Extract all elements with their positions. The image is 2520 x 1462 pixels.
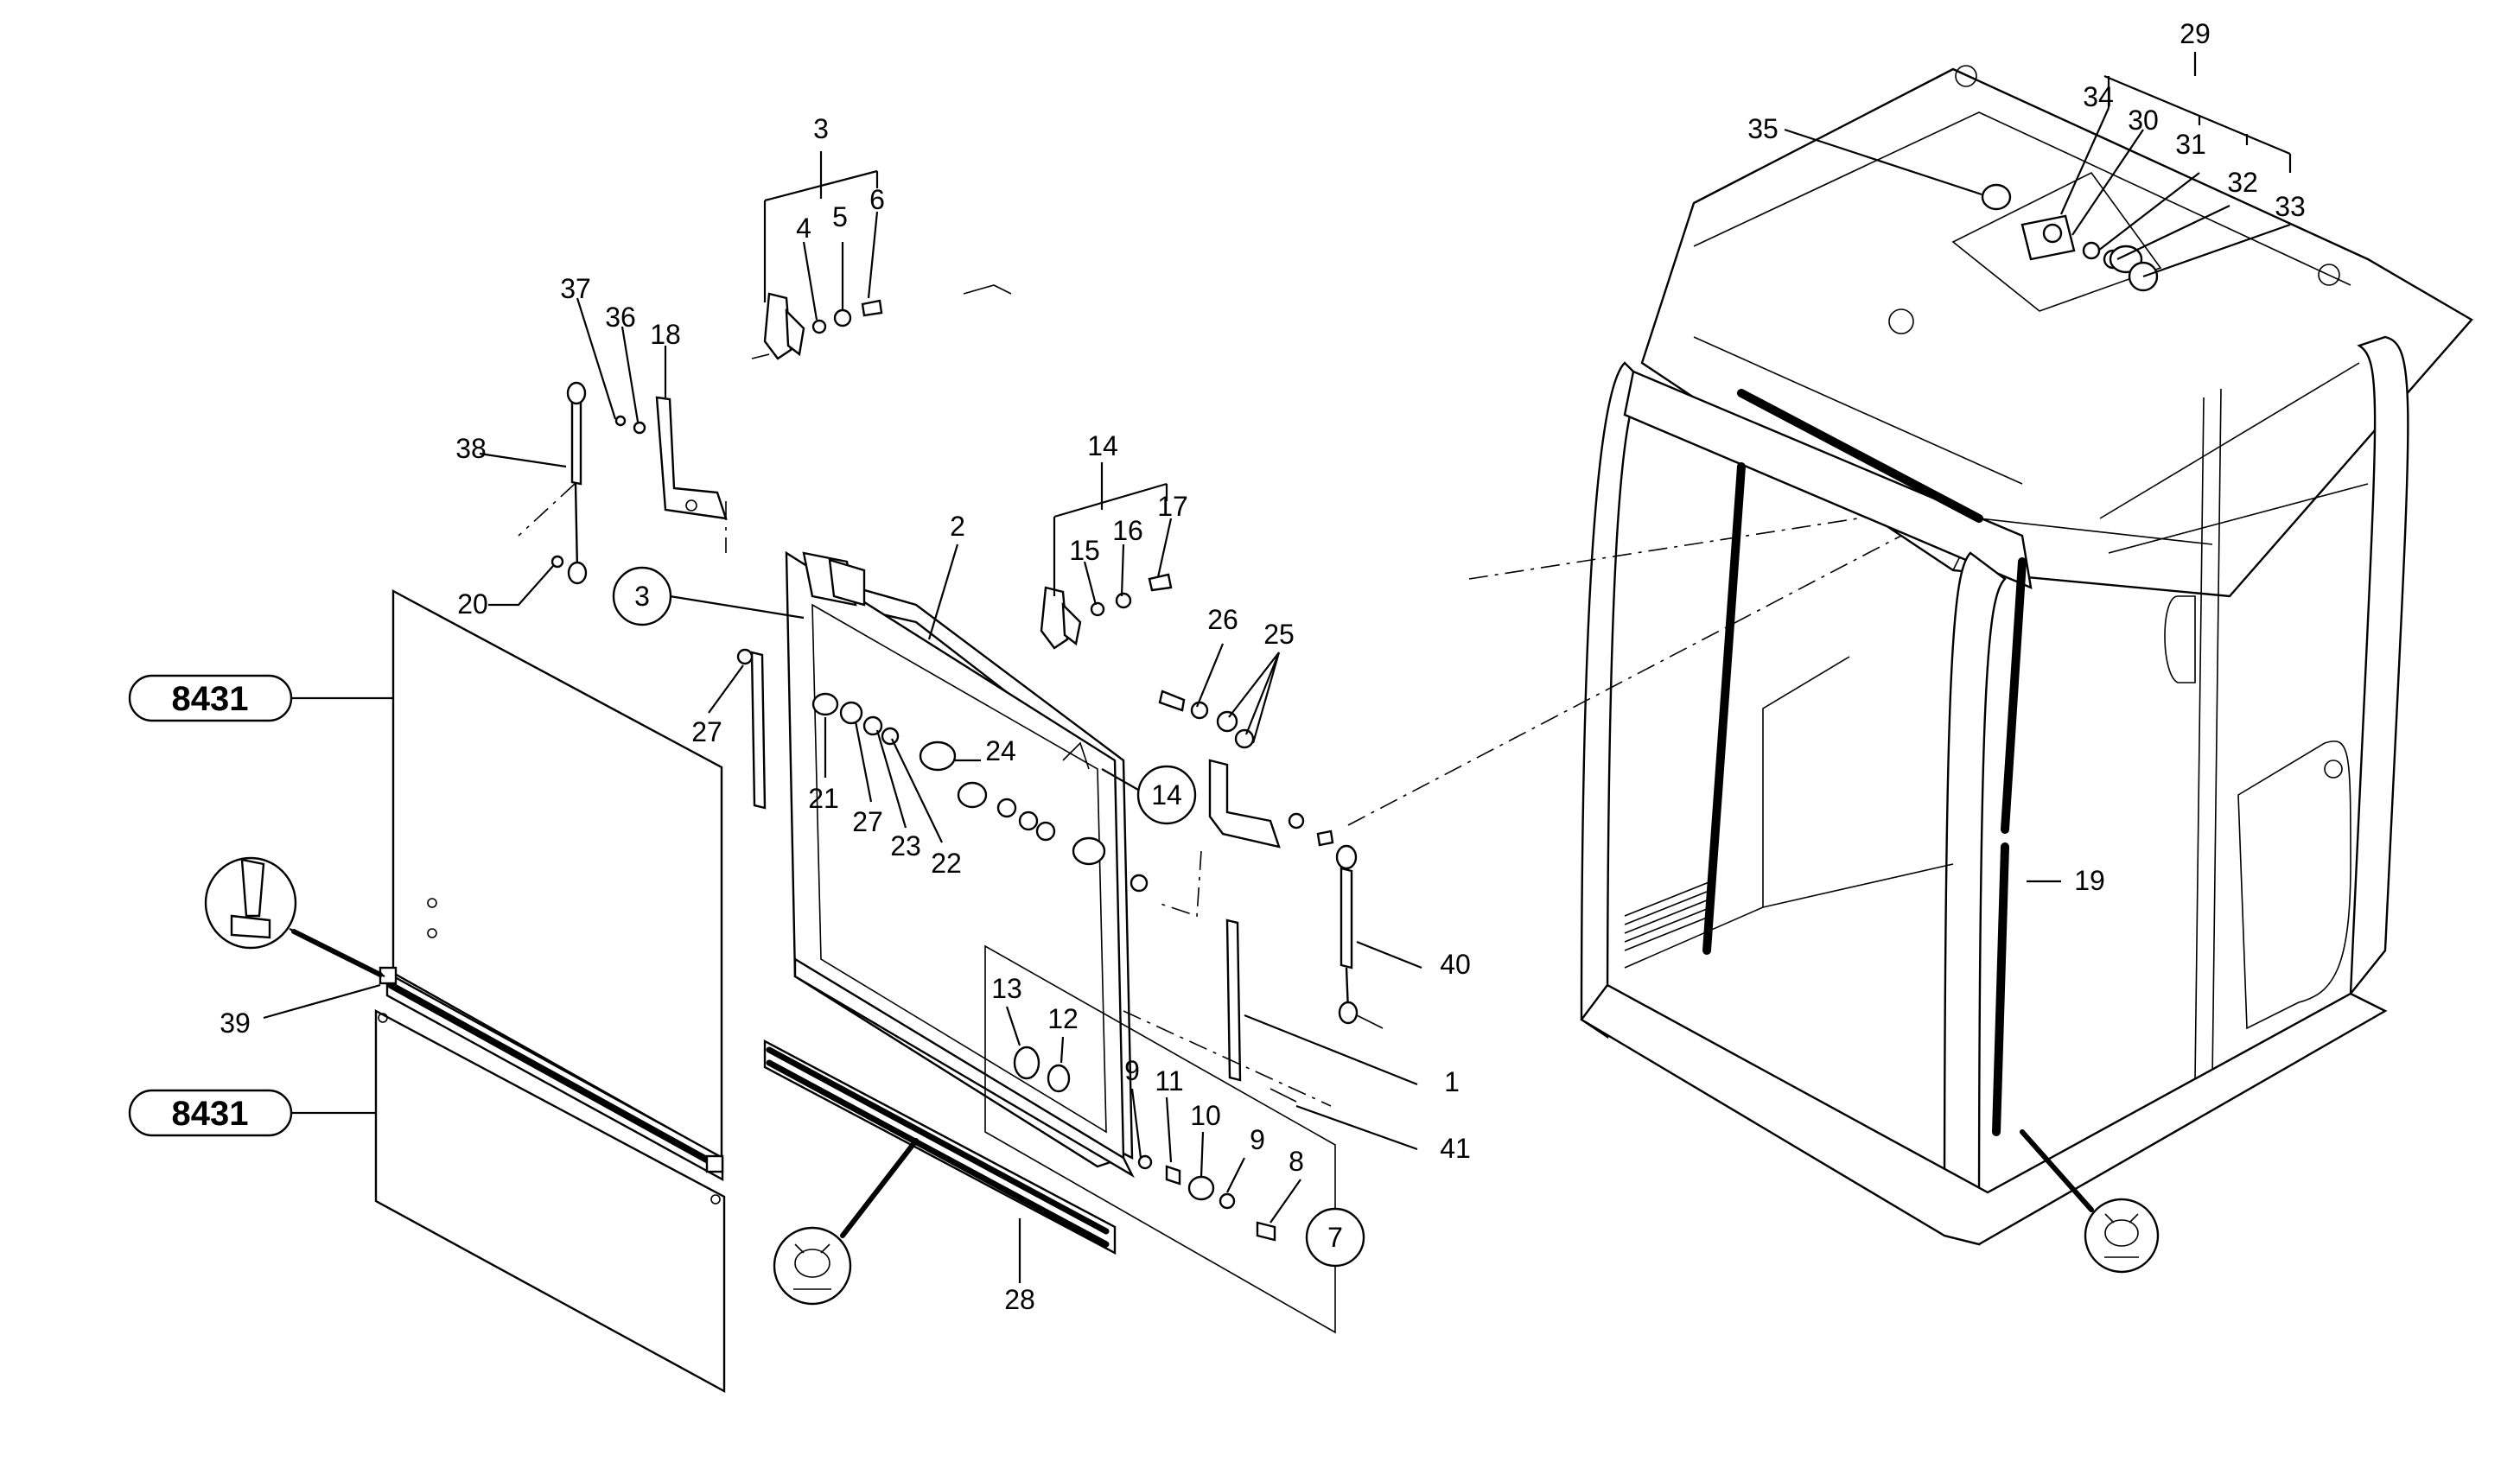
hinge-bracket-18 — [655, 396, 728, 520]
callout: 2 — [950, 511, 965, 542]
gas-strut-40 — [1335, 844, 1384, 1029]
glass-pane-lower — [374, 1008, 726, 1394]
callout: 27 — [691, 716, 722, 747]
callout: 9 — [1250, 1124, 1265, 1155]
callout: 14 — [1087, 430, 1118, 461]
callout: 35 — [1747, 113, 1779, 144]
gas-strut-38 — [550, 381, 646, 585]
callout: 17 — [1157, 491, 1188, 522]
callout: 10 — [1190, 1100, 1221, 1131]
latch-assembly-3 — [751, 284, 1012, 360]
latch-assembly-14 — [1040, 573, 1173, 650]
callout: 33 — [2275, 191, 2306, 222]
part-callouts: 3 4 5 6 37 36 18 38 20 2 27 21 27 23 22 … — [220, 18, 2306, 1315]
callout: 36 — [605, 302, 636, 333]
reference-pill-8431: 8431 — [128, 1089, 293, 1137]
group-7-panel — [984, 944, 1336, 1334]
callout: 13 — [991, 973, 1022, 1004]
callout: 18 — [650, 319, 681, 350]
circled-ref-3: 3 — [612, 566, 672, 626]
callout: 4 — [796, 213, 811, 244]
svg-text:8431: 8431 — [172, 1095, 249, 1133]
seal-profile-detail-icon — [204, 856, 385, 977]
guide-strip-27 — [750, 651, 767, 810]
callout: 34 — [2083, 81, 2114, 112]
callout: 23 — [890, 830, 921, 861]
callout: 29 — [2180, 18, 2211, 49]
guide-strip-1 — [1225, 919, 1242, 1082]
group-7-hardware — [1013, 1046, 1276, 1242]
callout: 12 — [1047, 1003, 1079, 1034]
leader-lines — [263, 52, 2292, 1283]
callout: 8 — [1289, 1146, 1304, 1177]
circled-ref-14: 14 — [1136, 765, 1197, 825]
callout: 31 — [2175, 129, 2206, 160]
callout: 3 — [813, 113, 829, 144]
callout: 5 — [832, 201, 848, 232]
hinge-bracket-25 — [1208, 759, 1281, 849]
callout: 39 — [220, 1008, 251, 1039]
callout: 40 — [1440, 949, 1471, 980]
svg-text:7: 7 — [1327, 1222, 1343, 1253]
callout: 20 — [457, 588, 488, 620]
callout: 41 — [1440, 1133, 1471, 1164]
sealant-symbol-icon — [2020, 1129, 2160, 1274]
callout: 28 — [1004, 1284, 1035, 1315]
callout: 30 — [2128, 105, 2159, 136]
window-frame-assembly — [785, 550, 1135, 1179]
frame-hardware — [811, 692, 1149, 893]
svg-text:3: 3 — [634, 581, 650, 612]
callout: 15 — [1069, 535, 1100, 566]
circled-ref-7: 7 — [1305, 1207, 1365, 1268]
callout: 19 — [2074, 865, 2105, 896]
callout: 22 — [931, 848, 962, 879]
svg-text:8431: 8431 — [172, 680, 249, 718]
callout: 25 — [1263, 619, 1295, 650]
callout: 38 — [455, 433, 487, 464]
sealant-symbol-icon — [773, 1138, 919, 1306]
callout: 24 — [985, 735, 1016, 766]
callout: 16 — [1112, 515, 1143, 546]
svg-text:14: 14 — [1151, 779, 1182, 810]
callout: 6 — [869, 184, 885, 215]
cab-frame — [1580, 65, 2473, 1246]
callout: 9 — [1124, 1055, 1140, 1086]
callout: 32 — [2227, 167, 2258, 198]
callout: 1 — [1444, 1066, 1460, 1097]
callout: 37 — [560, 273, 591, 304]
callout: 11 — [1155, 1065, 1183, 1096]
reference-pill-8431: 8431 — [128, 674, 293, 722]
callout: 26 — [1207, 604, 1238, 635]
callout: 27 — [852, 806, 883, 837]
callout: 21 — [808, 783, 839, 814]
